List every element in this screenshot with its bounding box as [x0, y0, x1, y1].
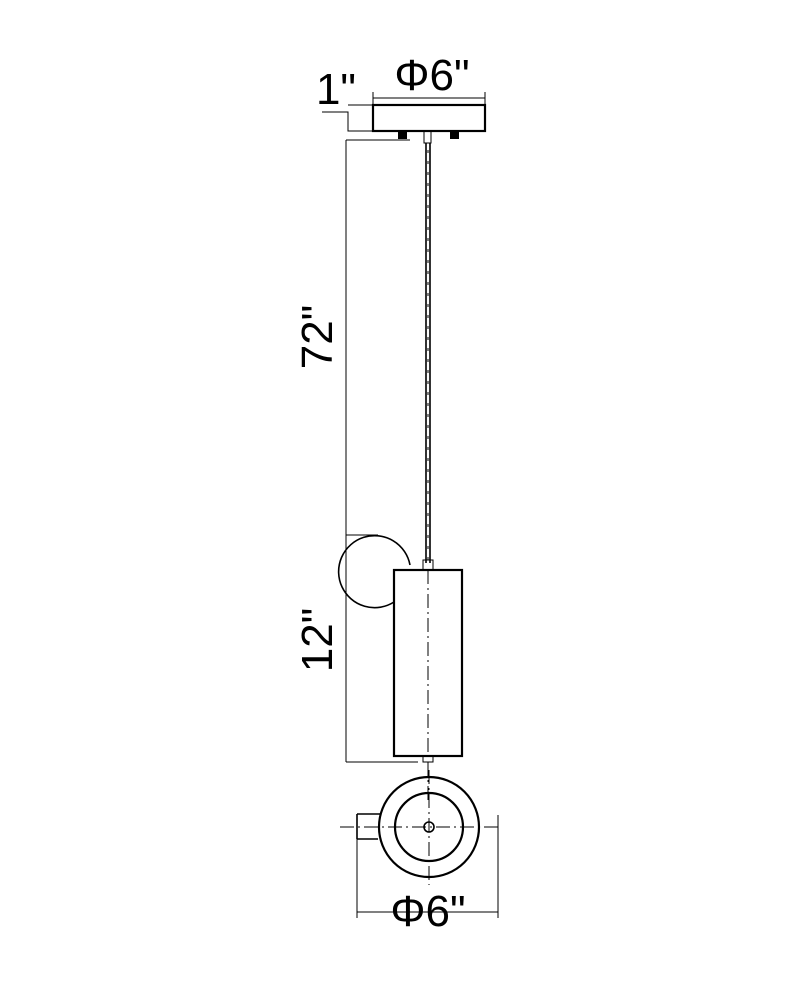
fixture-height-dimension: 12": [293, 535, 418, 763]
cord-grip: [423, 130, 432, 144]
fixture-top-fitting: [422, 559, 434, 571]
canopy-diameter-label: Φ6": [394, 51, 469, 100]
fixture-side-disc: [337, 534, 411, 609]
fixture-side-view: [337, 534, 464, 763]
cord: [425, 143, 431, 563]
bottom-view-arm: [356, 813, 381, 840]
cord-length-dimension: 72": [293, 139, 410, 536]
canopy: [371, 103, 487, 144]
fixture-diameter-label: Φ6": [390, 887, 465, 936]
canopy-plate: [371, 103, 487, 133]
canopy-height-leader: [322, 111, 372, 132]
canopy-screw-left: [398, 130, 407, 139]
canopy-height-dimension: 1": [316, 65, 372, 132]
fixture-height-label: 12": [293, 608, 342, 673]
fixture-bottom-view: [340, 770, 500, 885]
cord-length-label: 72": [293, 305, 342, 370]
canopy-height-label: 1": [316, 65, 356, 114]
canopy-diameter-dimension: Φ6": [372, 51, 486, 105]
fixture-diameter-dimension: Φ6": [356, 815, 499, 936]
canopy-screw-right: [450, 130, 459, 139]
